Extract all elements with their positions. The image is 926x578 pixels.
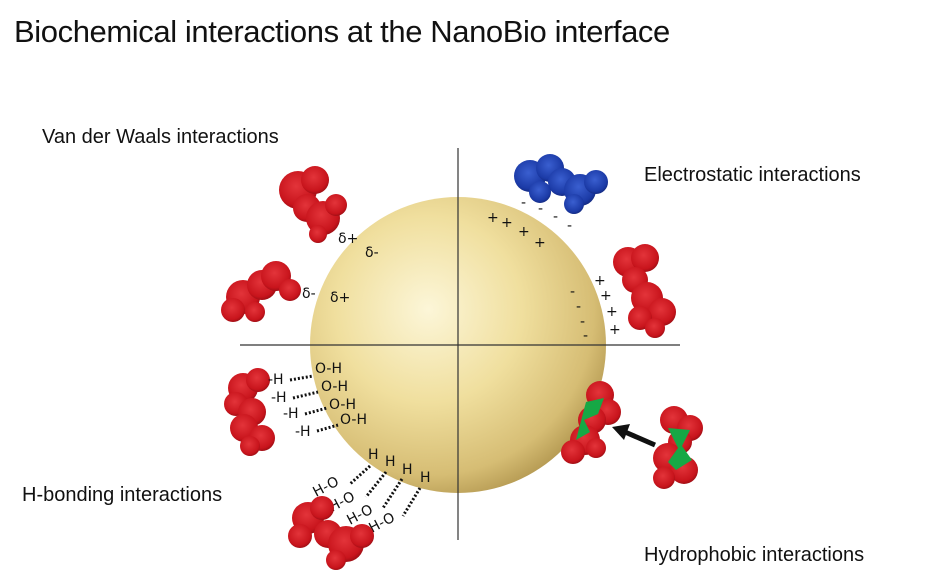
protein-electrostatic-red	[613, 244, 676, 338]
surface-h: H	[420, 470, 431, 486]
minus-mark: -	[583, 328, 588, 344]
delta-minus-mark: δ-	[365, 245, 379, 261]
protein-h-group: -H	[271, 390, 287, 406]
protein-hbond-left	[224, 368, 275, 456]
protein-hydrophobic-free	[653, 406, 703, 489]
minus-mark: -	[580, 314, 585, 330]
hbond-dots	[304, 406, 328, 416]
surface-oh-group: O-H	[315, 361, 342, 377]
binding-arrow	[612, 424, 656, 448]
page-title: Biochemical interactions at the NanoBio …	[14, 14, 670, 49]
minus-mark: -	[538, 201, 543, 217]
plus-mark: +	[609, 322, 621, 338]
hbond-row-4: -H O-H	[295, 412, 367, 440]
protein-hydrophobic-bound	[561, 381, 621, 464]
label-h-bonding: H-bonding interactions	[22, 484, 223, 506]
delta-plus-text: δ+	[338, 231, 358, 247]
label-electrostatic: Electrostatic interactions	[644, 164, 861, 186]
delta-plus-mark: δ+	[338, 231, 358, 247]
label-van-der-waals: Van der Waals interactions	[42, 126, 279, 148]
protein-h-group: -H	[268, 372, 284, 388]
delta-minus-text-2: δ-	[302, 286, 316, 302]
protein-vdw-2	[221, 261, 301, 322]
delta-plus-mark-2: δ+	[330, 290, 350, 306]
minus-mark: -	[570, 284, 575, 300]
protein-electrostatic-blue	[514, 154, 608, 214]
plus-mark: +	[606, 304, 618, 320]
minus-mark: -	[553, 209, 558, 225]
surface-oh-group: O-H	[329, 397, 356, 413]
delta-minus-mark-2: δ-	[302, 286, 316, 302]
plus-mark: +	[594, 273, 606, 289]
protein-hbond-bottom	[288, 496, 374, 570]
hbond-dots-lower	[348, 464, 422, 517]
minus-mark: -	[576, 299, 581, 315]
delta-minus-text: δ-	[365, 245, 379, 261]
protein-vdw-1	[279, 166, 347, 243]
minus-mark: -	[521, 195, 526, 211]
label-hydrophobic: Hydrophobic interactions	[644, 544, 865, 566]
protein-h-group: -H	[295, 424, 311, 440]
surface-h: H	[368, 447, 379, 463]
plus-mark: +	[600, 288, 612, 304]
surface-h: H	[385, 454, 396, 470]
hbond-row-2: -H O-H	[271, 379, 348, 406]
minus-mark: -	[567, 218, 572, 234]
charge-marks-top: - - - - + + + +	[487, 195, 572, 251]
hbond-row-3: -H O-H	[283, 397, 356, 422]
hbond-row-1: -H O-H	[268, 361, 342, 388]
hbond-dots	[289, 374, 314, 382]
surface-h: H	[402, 462, 413, 478]
surface-oh-group: O-H	[321, 379, 348, 395]
charge-marks-right: - - - - + + + +	[570, 273, 621, 344]
hbond-dots	[292, 390, 319, 400]
plus-mark: +	[518, 224, 530, 240]
surface-oh-group: O-H	[340, 412, 367, 428]
plus-mark: +	[487, 210, 499, 226]
protein-h-group: -H	[283, 406, 299, 422]
plus-mark: +	[501, 215, 513, 231]
plus-mark: +	[534, 235, 546, 251]
delta-plus-text-2: δ+	[330, 290, 350, 306]
surface-h-atoms: H H H H	[368, 447, 431, 486]
